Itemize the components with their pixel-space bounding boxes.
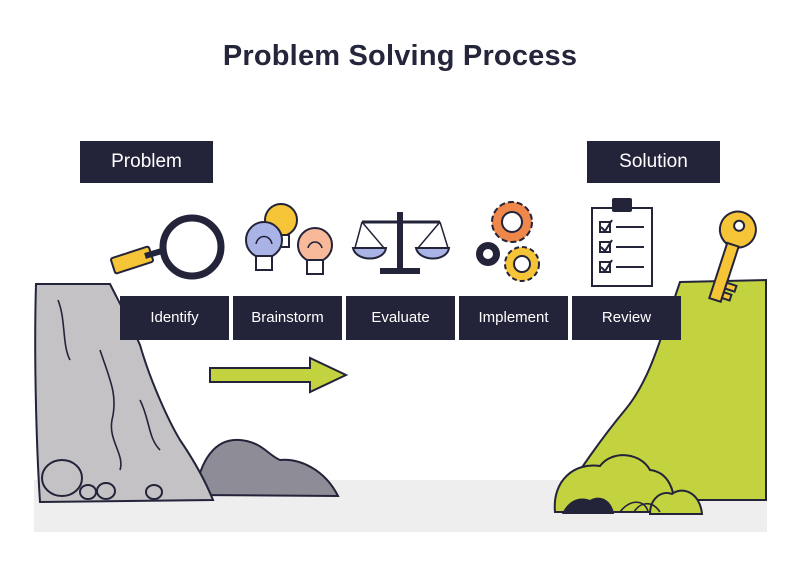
leaf-sprig-icon — [619, 501, 661, 513]
cliff-stone — [145, 484, 163, 500]
dark-rock — [562, 497, 614, 514]
gears-icon — [476, 201, 540, 282]
page-title: Problem Solving Process — [222, 40, 578, 72]
solution-tag: Solution — [587, 141, 720, 183]
cliff-stone — [79, 484, 97, 500]
step-implement: Implement — [459, 296, 568, 340]
cliff-crack — [139, 399, 161, 451]
cliff-stone — [96, 482, 116, 500]
gold-key-icon — [708, 210, 757, 304]
balance-scale-icon — [351, 212, 451, 274]
magnifying-glass-icon — [110, 214, 225, 280]
back-rock — [193, 438, 340, 498]
cliff-stone — [41, 459, 83, 497]
step-brainstorm: Brainstorm — [233, 296, 342, 340]
cliff-crack — [57, 299, 71, 361]
step-identify: Identify — [120, 296, 229, 340]
cliff-crack — [99, 349, 122, 471]
lightbulbs-icon — [245, 203, 333, 275]
problem-tag: Problem — [80, 141, 213, 183]
green-bush — [648, 489, 704, 515]
step-evaluate: Evaluate — [346, 296, 455, 340]
checklist-clipboard-icon — [591, 198, 653, 287]
step-review: Review — [572, 296, 681, 340]
green-bush — [553, 454, 676, 513]
green-arrow — [209, 356, 349, 394]
